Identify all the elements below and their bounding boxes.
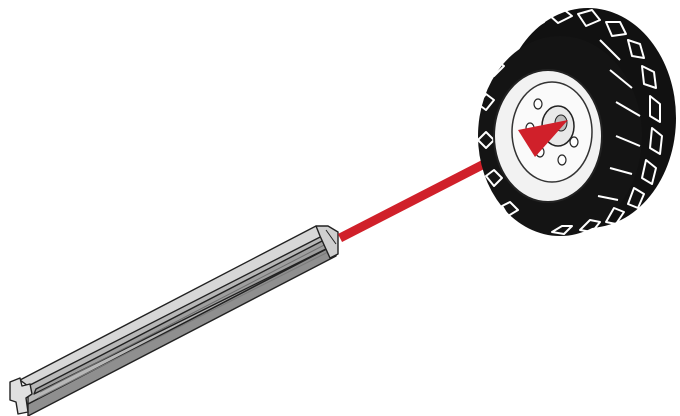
tread-block: [579, 219, 601, 233]
tread-block: [547, 7, 573, 24]
tread-block: [577, 9, 601, 27]
tread-block: [477, 93, 495, 111]
tread-groove: [615, 101, 641, 117]
tread-block: [627, 187, 645, 209]
rim-bolt-hole: [533, 98, 543, 110]
rim-bolt-hole: [569, 136, 579, 148]
tread-groove: [615, 135, 641, 147]
tread-block: [649, 127, 663, 155]
axle-bottom-face: [27, 243, 337, 416]
axle-groove-line: [37, 248, 335, 399]
tread-block: [519, 13, 545, 31]
rim-bolt-hole: [557, 154, 567, 166]
tire-wheel-icon: [477, 7, 676, 236]
tread-block: [641, 65, 657, 89]
tread-block: [485, 169, 503, 187]
tread-block: [605, 207, 625, 225]
tread-groove: [609, 69, 633, 89]
arrow-head-overlay: [518, 120, 568, 157]
axle-groove-line: [39, 240, 333, 393]
axle-top-face: [19, 225, 331, 387]
axle-far-end-edge: [325, 229, 337, 245]
axle-far-end-cap: [315, 225, 339, 259]
tread-groove: [599, 39, 621, 61]
cross-axle-icon: [9, 225, 339, 416]
tread-block: [485, 59, 505, 77]
tread-block: [627, 39, 645, 59]
tread-block: [499, 29, 521, 47]
tire-tread: [477, 7, 663, 235]
tread-block: [605, 21, 627, 37]
tread-block: [649, 95, 661, 123]
tread-block: [501, 201, 519, 217]
tread-groove: [597, 195, 619, 201]
tread-block: [641, 159, 657, 185]
axle-cross-end: [9, 377, 33, 415]
tread-block: [551, 225, 573, 235]
tread-groove: [609, 167, 633, 175]
